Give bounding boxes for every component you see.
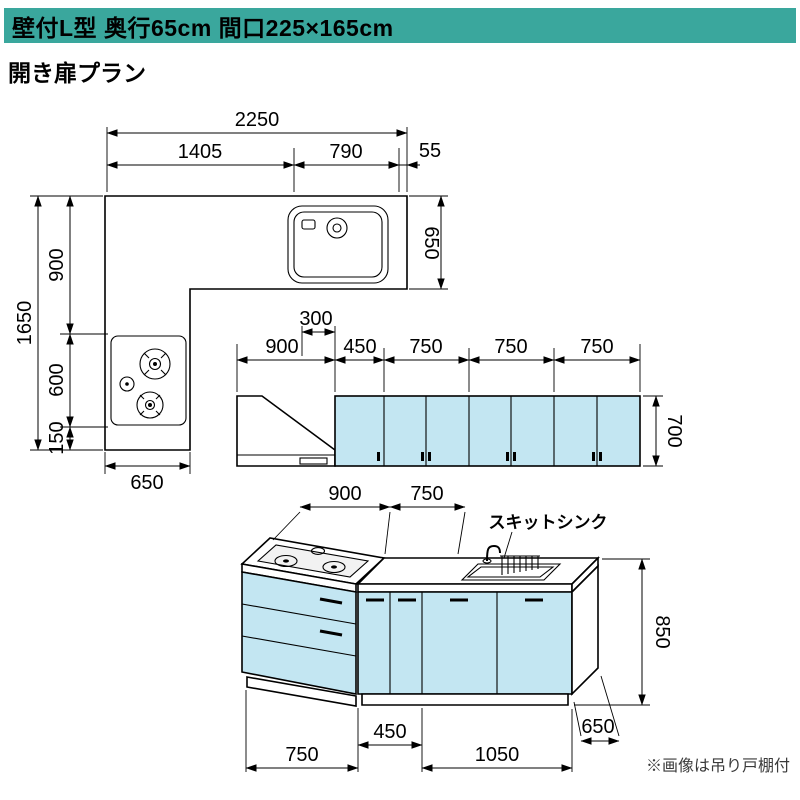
cooktop-3d-icon	[256, 544, 370, 578]
header-title: 壁付L型 奥行65cm 間口225×165cm	[12, 14, 394, 41]
wall-cabinets	[334, 395, 641, 467]
dim-label-1650: 1650	[14, 301, 36, 346]
cooktop-plan-icon	[110, 335, 187, 426]
dim-label-750a: 750	[409, 336, 442, 358]
dim-label-1050: 1050	[475, 744, 520, 766]
header-bar: 壁付L型 奥行65cm 間口225×165cm	[4, 8, 796, 43]
dim-label-55: 55	[419, 140, 441, 162]
plan-counter-outline	[104, 195, 408, 451]
right-counter-edge	[357, 583, 573, 593]
faucet-icon	[482, 544, 501, 564]
dim-label-2250: 2250	[235, 109, 280, 131]
dim-label-850: 850	[651, 615, 673, 648]
plan-type-title: 開き扉プラン	[8, 60, 146, 86]
dim-label-650-right: 650	[420, 226, 442, 259]
perspective-dimensions: 900 750 850 650 450 750	[245, 483, 673, 772]
dim-label-790: 790	[329, 141, 362, 163]
right-end-panel	[571, 564, 599, 696]
dim-label-450-elev: 450	[343, 336, 376, 358]
dim-label-650-persp: 650	[581, 716, 614, 738]
elevation-view: 300 900 450 750 750 750 700	[236, 308, 685, 467]
dim-label-750-bottom: 750	[285, 744, 318, 766]
dim-label-1405: 1405	[178, 141, 223, 163]
sink-3d-icon	[460, 544, 562, 581]
right-toe-kick	[361, 693, 569, 706]
sink-plan-icon	[287, 205, 389, 284]
dim-label-300: 300	[299, 308, 332, 330]
dim-label-150: 150	[46, 421, 68, 454]
dim-label-600: 600	[46, 363, 68, 396]
left-toe-kick	[246, 676, 357, 707]
dim-label-450-persp: 450	[373, 721, 406, 743]
plan-dimensions: 2250 1405 790 55 650 1650	[14, 109, 448, 494]
dim-label-750-top: 750	[410, 483, 443, 505]
plan-view: 2250 1405 790 55 650 1650	[14, 109, 448, 494]
dim-label-900-persp: 900	[328, 483, 361, 505]
sink-product-label: スキットシンク	[489, 513, 608, 532]
range-hood-icon	[236, 395, 336, 467]
dim-label-650-bottom: 650	[130, 472, 163, 494]
dim-label-900-elev: 900	[265, 336, 298, 358]
dish-rack-icon	[500, 555, 540, 575]
footnote: ※画像は吊り戸棚付	[645, 758, 790, 775]
dim-label-750b: 750	[494, 336, 527, 358]
left-cabinet-front	[241, 571, 357, 695]
dim-label-900: 900	[46, 248, 68, 281]
elevation-dimensions: 300 900 450 750 750 750 700	[236, 308, 685, 467]
dim-label-700: 700	[663, 414, 685, 447]
perspective-view: スキットシンク 900 750 850 650	[240, 483, 673, 772]
dim-label-750c: 750	[580, 336, 613, 358]
